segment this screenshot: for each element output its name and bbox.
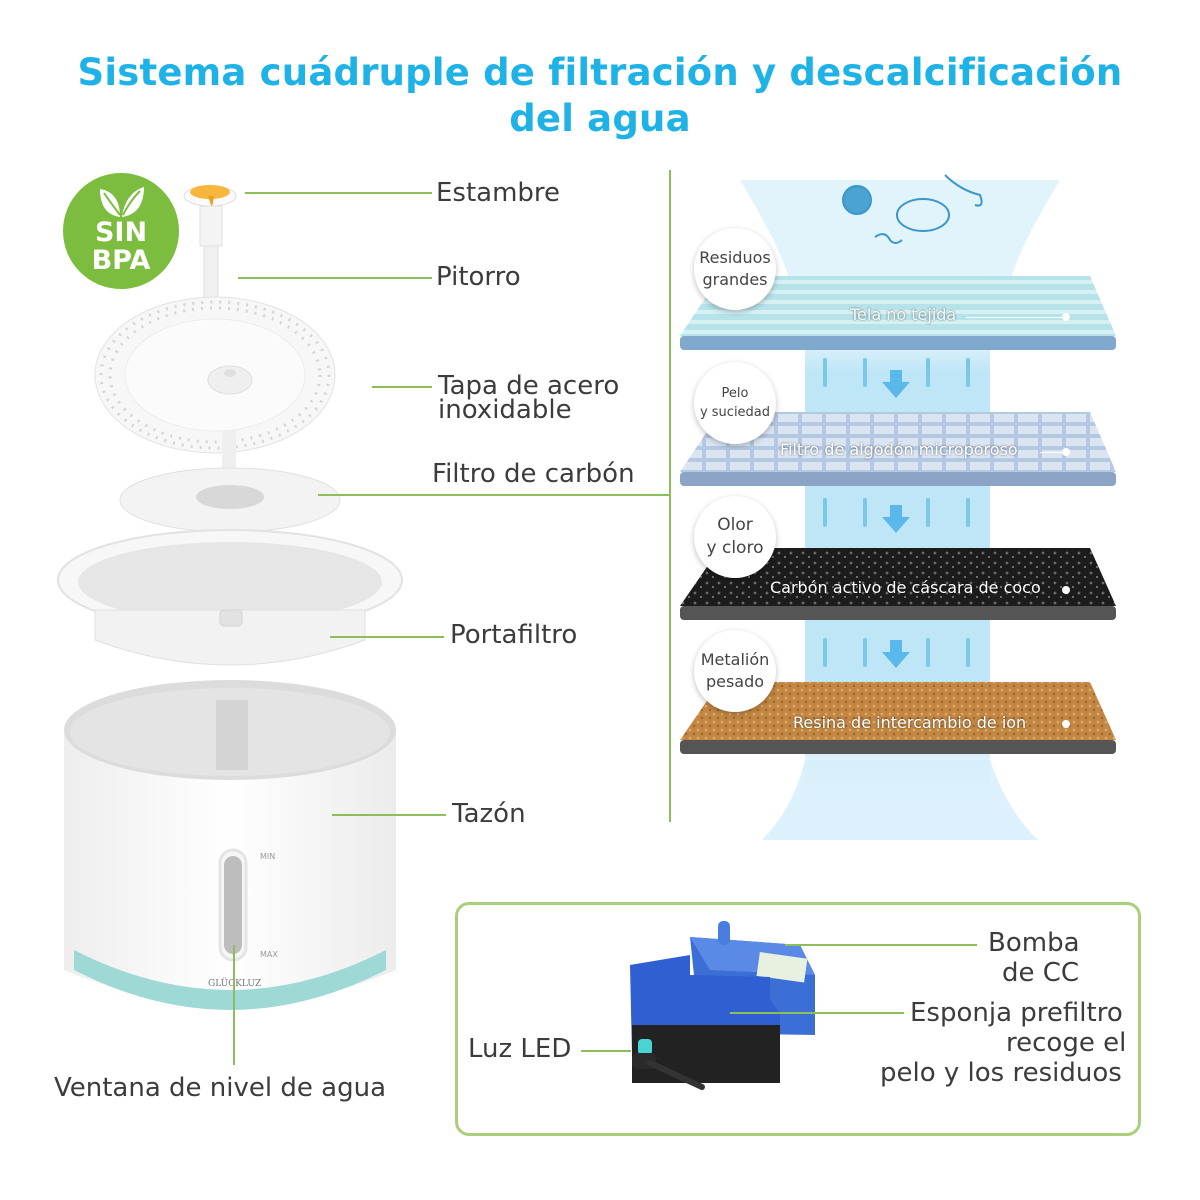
- layer-dot-4: [1062, 720, 1070, 728]
- bubble-pelo-suciedad: Pelo y suciedad: [694, 362, 776, 444]
- leader-estambre: [245, 192, 432, 194]
- bubble-metalion-pesado: Metalión pesado: [694, 630, 776, 712]
- layer-label-2: Filtro de algodón microporoso: [780, 440, 1018, 459]
- leader-led: [581, 1050, 631, 1052]
- label-sponge-line3: pelo y los residuos: [880, 1058, 1122, 1088]
- bubble-2-line1: Pelo: [721, 386, 749, 401]
- label-sponge-line2: recoge el: [1006, 1028, 1127, 1058]
- carbon-filter-part: [119, 467, 341, 533]
- layer-label-3: Carbón activo de cáscara de coco: [770, 578, 1041, 597]
- layer-nonwoven-fabric: [680, 276, 1116, 350]
- layer-pointer-2: [1040, 452, 1062, 453]
- leader-portafiltro: [330, 636, 444, 638]
- leader-tapa: [372, 386, 432, 388]
- sin-bpa-badge: SIN BPA: [63, 173, 179, 289]
- layer-dot-2: [1062, 448, 1070, 456]
- down-arrows: [882, 370, 910, 668]
- layer-dot-3: [1062, 586, 1070, 594]
- microbes-icon: [842, 174, 983, 244]
- filtration-layers-diagram: [680, 174, 1116, 840]
- layer-label-1: Tela no tejida: [850, 305, 957, 324]
- bubble-residuos-grandes: Residuos grandes: [694, 228, 776, 310]
- bubble-4-line2: pesado: [705, 672, 765, 691]
- page-title-line1: Sistema cuádruple de filtración y descal…: [77, 51, 1123, 94]
- bowl-part: [64, 680, 396, 1010]
- bubble-1-line1: Residuos: [699, 248, 771, 267]
- stamen-part: [183, 185, 237, 208]
- leader-pump: [785, 944, 977, 946]
- label-ventana: Ventana de nivel de agua: [54, 1073, 386, 1103]
- lid-plate-part: [94, 296, 336, 454]
- leader-pitorro: [238, 277, 432, 279]
- label-tapa-line2: inoxidable: [438, 395, 572, 425]
- label-sponge-line1: Esponja prefiltro: [910, 998, 1123, 1028]
- layer-activated-carbon: [680, 548, 1116, 620]
- label-pitorro: Pitorro: [436, 262, 521, 292]
- bubble-olor-cloro: Olor y cloro: [694, 496, 776, 578]
- layer-microporous-cotton: [680, 412, 1116, 486]
- bubble-3-line2: y cloro: [706, 538, 764, 558]
- label-filtro-carbon: Filtro de carbón: [432, 459, 635, 489]
- bubble-1-line2: grandes: [702, 270, 768, 289]
- bubble-2-line2: y suciedad: [699, 405, 771, 420]
- leader-filtro-carbon: [318, 494, 670, 496]
- label-portafiltro: Portafiltro: [450, 620, 578, 650]
- label-pump-line2: de CC: [1002, 958, 1080, 988]
- max-mark: MAX: [260, 950, 278, 959]
- section-divider: [669, 170, 671, 822]
- label-led: Luz LED: [468, 1034, 572, 1064]
- leaf-icon: [100, 187, 144, 217]
- label-pump-line1: Bomba: [988, 928, 1080, 958]
- min-mark: MIN: [260, 852, 276, 861]
- bubble-4-line1: Metalión: [700, 650, 770, 669]
- leader-tazon: [332, 814, 446, 816]
- pump-panel: [455, 902, 1141, 1136]
- label-tapa-line1: Tapa de acero: [438, 371, 620, 401]
- led-light-icon: [632, 1039, 705, 1090]
- leader-sponge: [730, 1012, 904, 1014]
- page-title-line2: del agua: [509, 97, 691, 140]
- filter-holder-part: [57, 529, 403, 666]
- spout-part: [199, 205, 223, 247]
- layer-dot-1: [1062, 313, 1070, 321]
- layer-label-4: Resina de intercambio de ion: [793, 713, 1027, 732]
- bubble-3-line1: Olor: [717, 515, 753, 535]
- layer-pointer-1: [966, 317, 1062, 318]
- layer-ion-exchange-resin: [680, 682, 1116, 754]
- leader-ventana: [233, 945, 235, 1065]
- badge-line2: BPA: [91, 245, 151, 276]
- pump-illustration: [630, 921, 815, 1090]
- fountain-exploded-illustration: [57, 185, 403, 1010]
- label-estambre: Estambre: [436, 178, 561, 208]
- badge-line1: SIN: [94, 217, 148, 248]
- label-tazon: Tazón: [452, 799, 526, 829]
